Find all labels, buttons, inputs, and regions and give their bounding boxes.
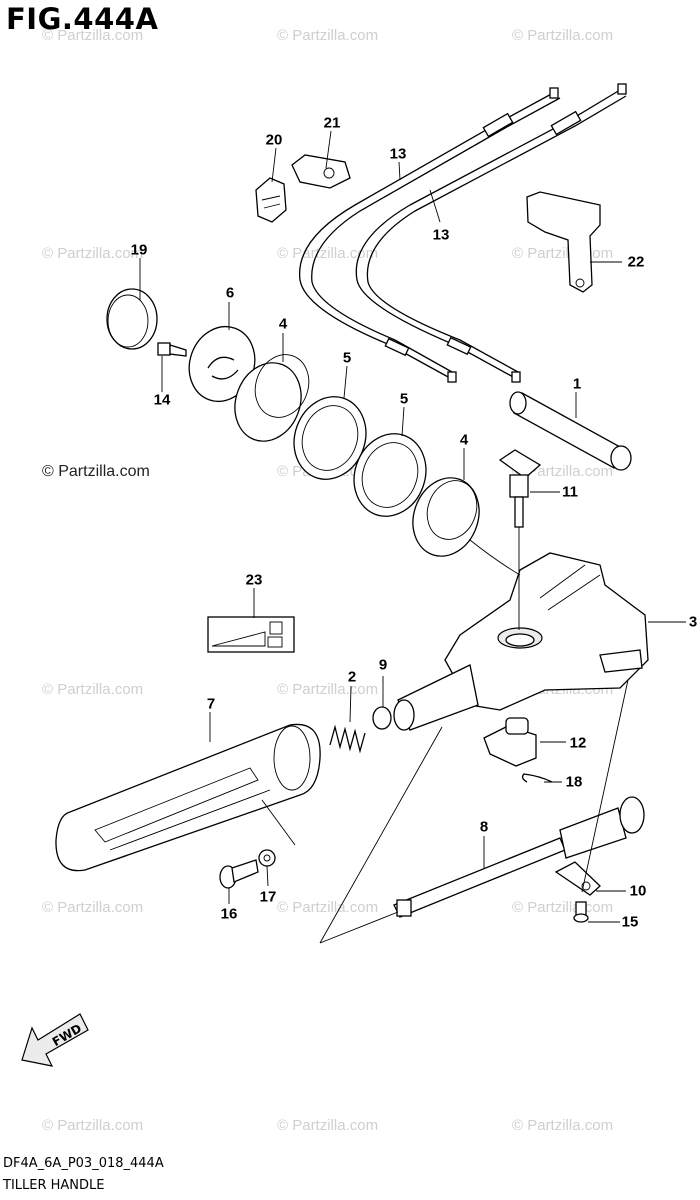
callout-15: 15 <box>621 913 639 931</box>
watermark: © Partzilla.com <box>42 27 144 44</box>
part-13-cables[interactable] <box>298 83 627 383</box>
part-5-ring[interactable] <box>283 387 378 490</box>
watermark: © Partzilla.com <box>512 899 614 916</box>
part-10-plate[interactable] <box>554 861 601 896</box>
callout-1: 1 <box>572 375 582 393</box>
watermark: © Partzilla.com <box>512 27 614 44</box>
part-1-rod[interactable] <box>509 391 632 471</box>
part-14-screw[interactable] <box>157 342 187 357</box>
part-11-knob[interactable] <box>498 449 542 540</box>
callout-5: 5 <box>342 349 352 367</box>
callout-17: 17 <box>259 888 277 906</box>
watermark: © Partzilla.com <box>42 1117 144 1134</box>
leader-lines <box>139 130 686 944</box>
watermark: © Partzilla.com <box>42 245 144 262</box>
fwd-arrow-icon: FWD <box>21 1013 89 1067</box>
throttle-core <box>393 664 479 731</box>
figure-name: TILLER HANDLE <box>3 1178 105 1193</box>
callout-11: 11 <box>562 483 578 501</box>
callout-13: 13 <box>389 145 407 163</box>
callout-3: 3 <box>688 613 698 631</box>
watermark: © Partzilla.com <box>42 681 144 698</box>
part-9-collar[interactable] <box>372 706 392 730</box>
callout-6: 6 <box>225 284 235 302</box>
part-19-cap[interactable] <box>106 288 158 350</box>
figure-code: DF4A_6A_P03_018_444A <box>3 1156 164 1171</box>
part-20-cable-clamp[interactable] <box>255 177 287 223</box>
watermark: © Partzilla.com <box>277 1117 379 1134</box>
part-2-spring[interactable] <box>329 724 366 754</box>
callout-23: 23 <box>245 571 263 589</box>
part-12-guide[interactable] <box>483 717 537 767</box>
part-21-bracket[interactable] <box>291 154 351 189</box>
part-23-label[interactable] <box>207 616 295 653</box>
callout-13: 13 <box>432 226 450 244</box>
part-6-plate[interactable] <box>179 317 265 410</box>
part-22-bracket[interactable] <box>526 191 601 293</box>
part-17-lock-washer[interactable] <box>258 849 276 867</box>
watermark: © Partzilla.com <box>277 681 379 698</box>
callout-22: 22 <box>627 253 645 271</box>
part-16-screw[interactable] <box>219 859 259 889</box>
callout-4: 4 <box>459 431 469 449</box>
part-3-handle-body[interactable] <box>444 552 649 711</box>
callout-20: 20 <box>265 131 283 149</box>
figure-title: FIG.444A <box>6 2 159 36</box>
part-7-grip[interactable] <box>55 723 321 872</box>
part-5-ring[interactable] <box>343 424 438 527</box>
callout-5: 5 <box>399 390 409 408</box>
callout-7: 7 <box>206 695 216 713</box>
callout-21: 21 <box>323 114 341 132</box>
callout-10: 10 <box>629 882 647 900</box>
part-4-bushing[interactable] <box>224 347 317 450</box>
watermark-main: © Partzilla.com <box>42 463 150 480</box>
callout-12: 12 <box>569 734 587 752</box>
callout-18: 18 <box>565 773 583 791</box>
part-15-screw[interactable] <box>573 901 589 923</box>
callout-14: 14 <box>153 391 171 409</box>
watermark: © Partzilla.com <box>277 899 379 916</box>
part-8-shaft[interactable] <box>393 796 645 918</box>
callout-8: 8 <box>479 818 489 836</box>
watermark: © Partzilla.com <box>512 1117 614 1134</box>
watermark: © Partzilla.com <box>277 27 379 44</box>
callout-2: 2 <box>347 668 357 686</box>
callout-9: 9 <box>378 656 388 674</box>
watermark: © Partzilla.com <box>42 899 144 916</box>
part-4-bushing[interactable] <box>402 468 490 565</box>
callout-4: 4 <box>278 315 288 333</box>
callout-16: 16 <box>220 905 238 923</box>
part-18-clip[interactable] <box>521 773 553 783</box>
callout-19: 19 <box>130 241 148 259</box>
